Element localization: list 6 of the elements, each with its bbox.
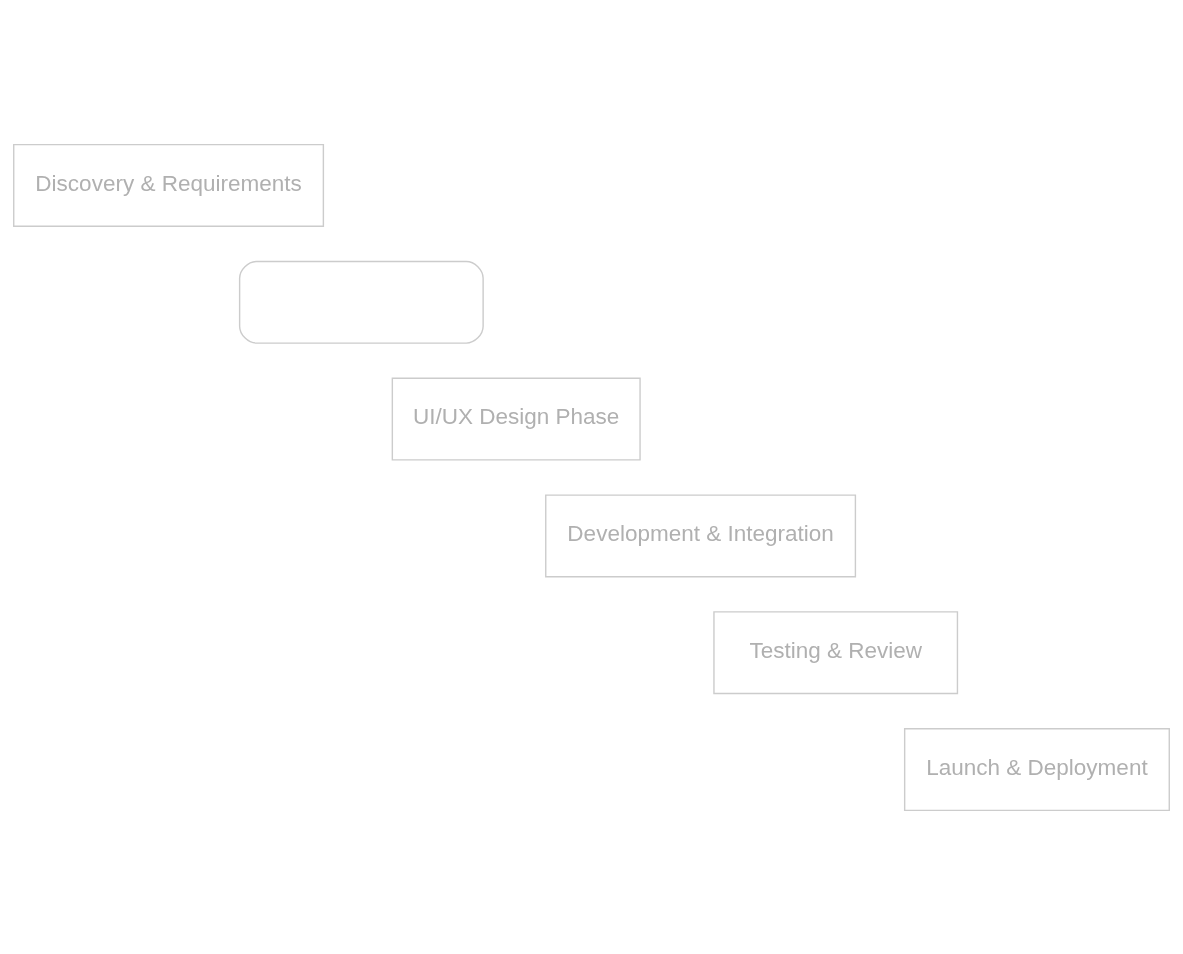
node-bar bbox=[238, 260, 484, 344]
node-box: Development & Integration bbox=[545, 493, 857, 577]
node-box: UI/UX Design Phase bbox=[391, 377, 641, 461]
node-box: Testing & Review bbox=[713, 610, 959, 694]
node-box: Discovery & Requirements bbox=[13, 143, 325, 227]
node-box: Launch & Deployment bbox=[903, 727, 1170, 811]
